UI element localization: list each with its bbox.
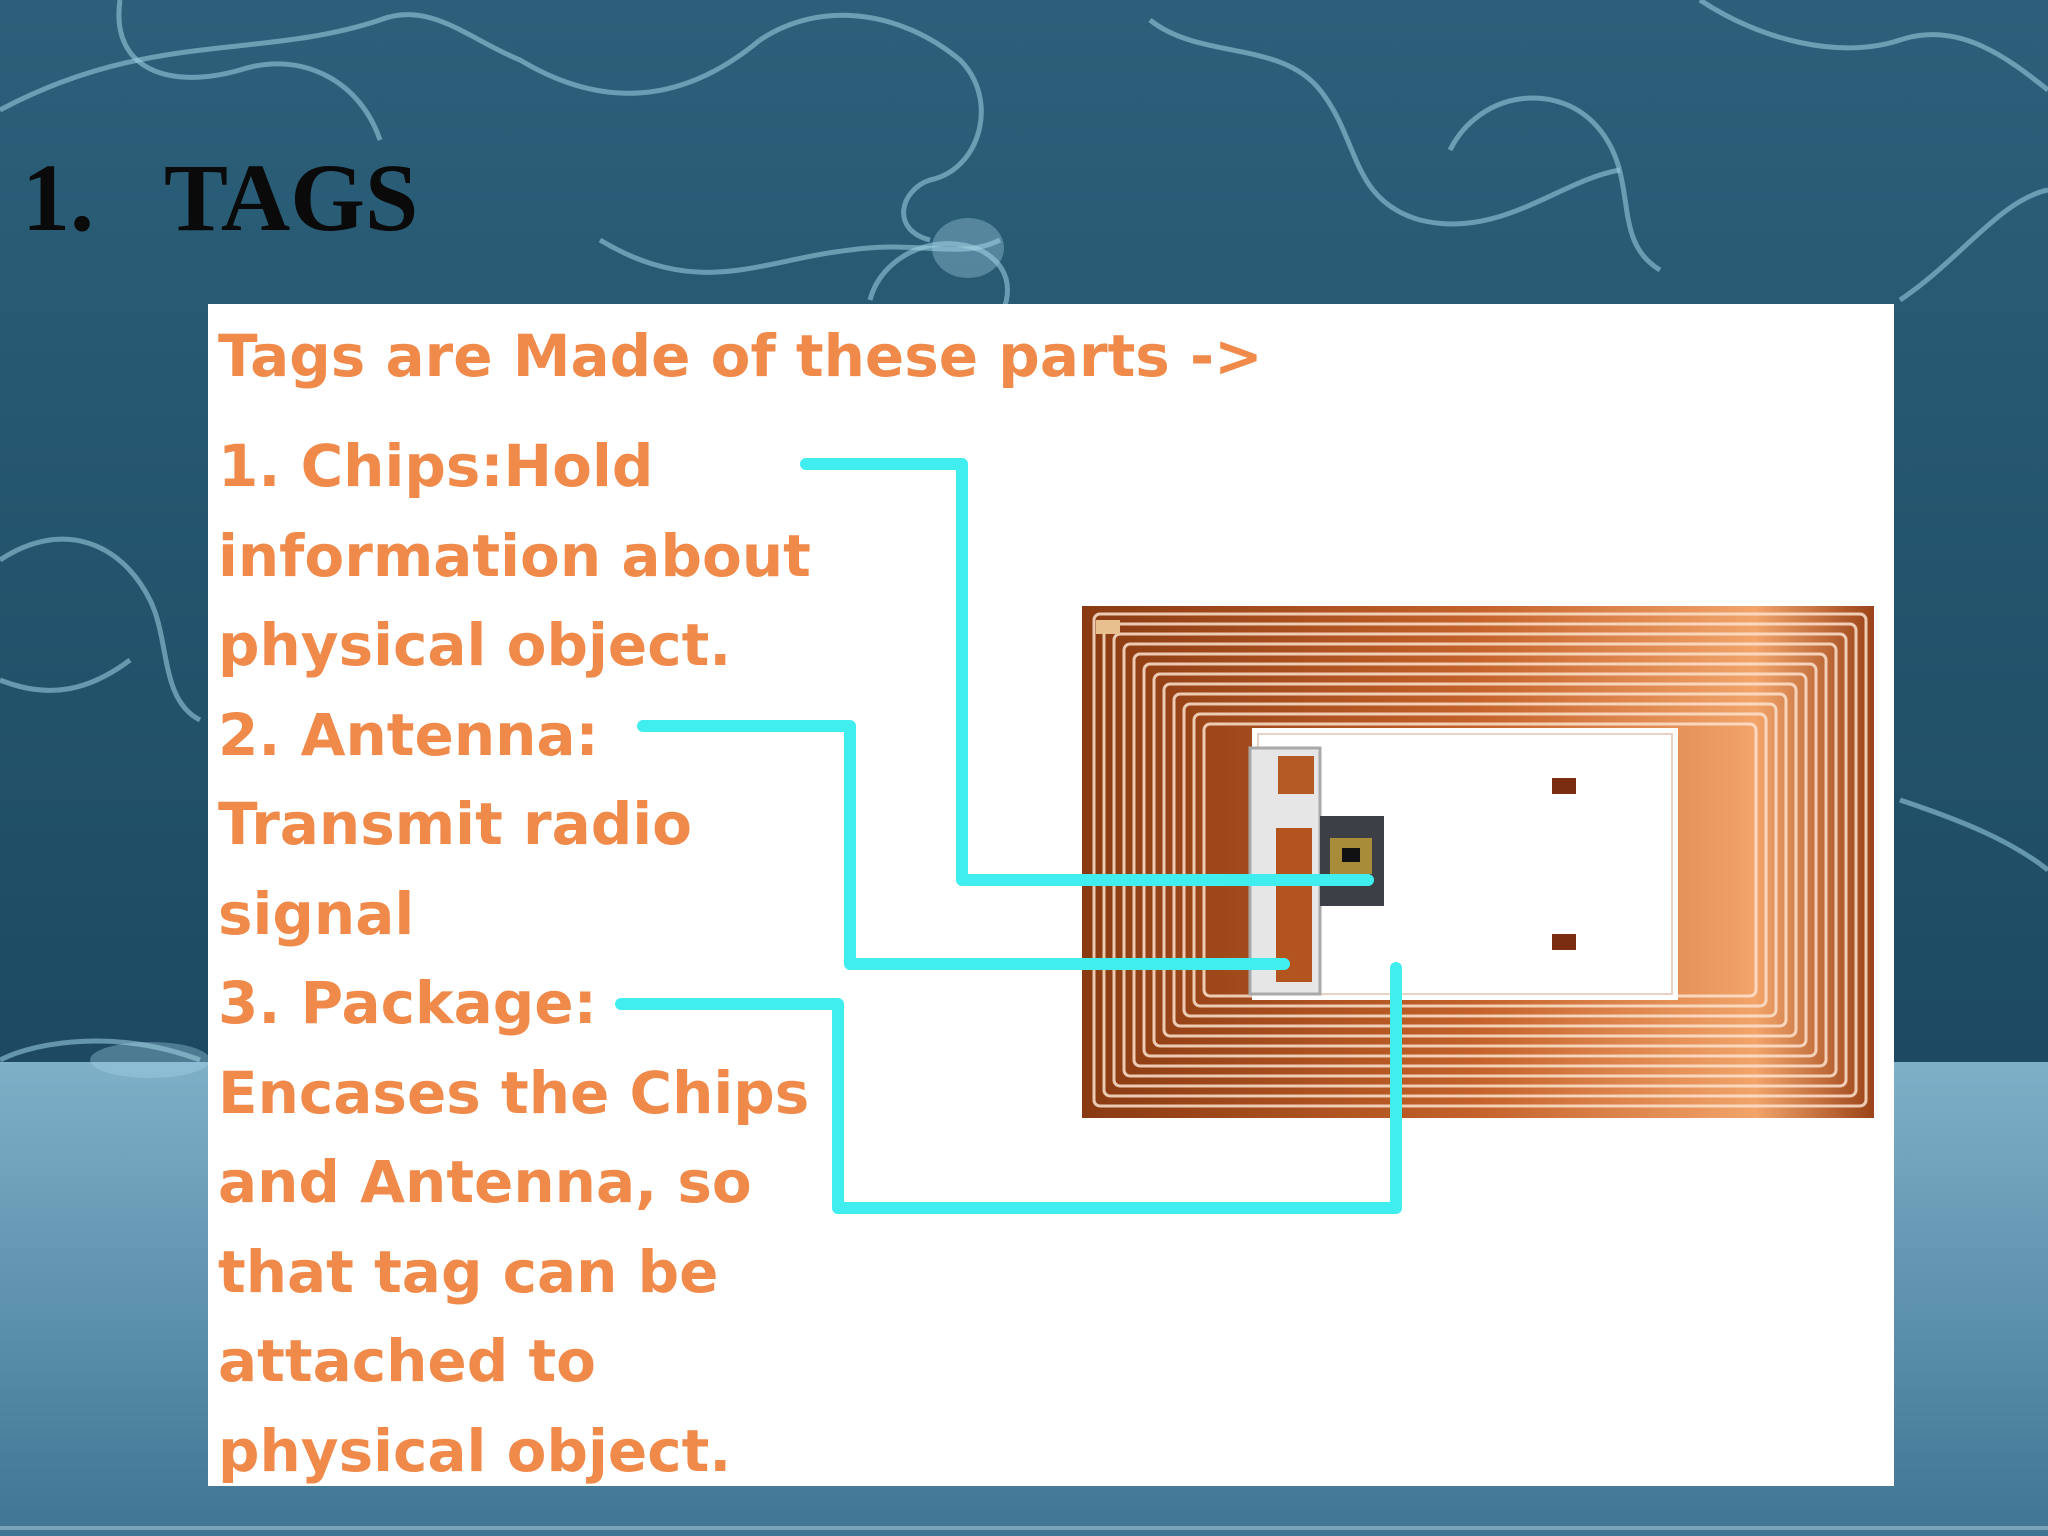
part-1-line-3: physical object.: [218, 611, 732, 679]
part-3-line-5: attached to: [218, 1327, 597, 1395]
slide-title-text: TAGS: [164, 144, 419, 251]
parts-description: Tags are Made of these parts -> 1. Chips…: [218, 318, 1263, 1496]
part-3-line-4: that tag can be: [218, 1237, 719, 1306]
slide-title: 1. TAGS: [22, 150, 418, 246]
part-1-line-1: 1. Chips:Hold: [218, 432, 654, 500]
puzzle-pieces-icon: [0, 0, 2048, 1063]
part-3-line-6: physical object.: [218, 1416, 732, 1485]
bottom-divider: [0, 1526, 2048, 1530]
part-3-line-1: 3. Package:: [218, 969, 597, 1037]
part-2-line-1: 2. Antenna:: [218, 700, 599, 769]
part-2-line-3: signal: [218, 879, 415, 948]
part-3-line-3: and Antenna, so: [218, 1148, 752, 1216]
panel-heading: Tags are Made of these parts ->: [218, 322, 1263, 390]
part-2-line-2: Transmit radio: [218, 790, 692, 858]
slide-title-number: 1.: [22, 144, 94, 251]
part-1-line-2: information about: [218, 521, 811, 590]
rfid-tag-image: [1082, 606, 1874, 1118]
